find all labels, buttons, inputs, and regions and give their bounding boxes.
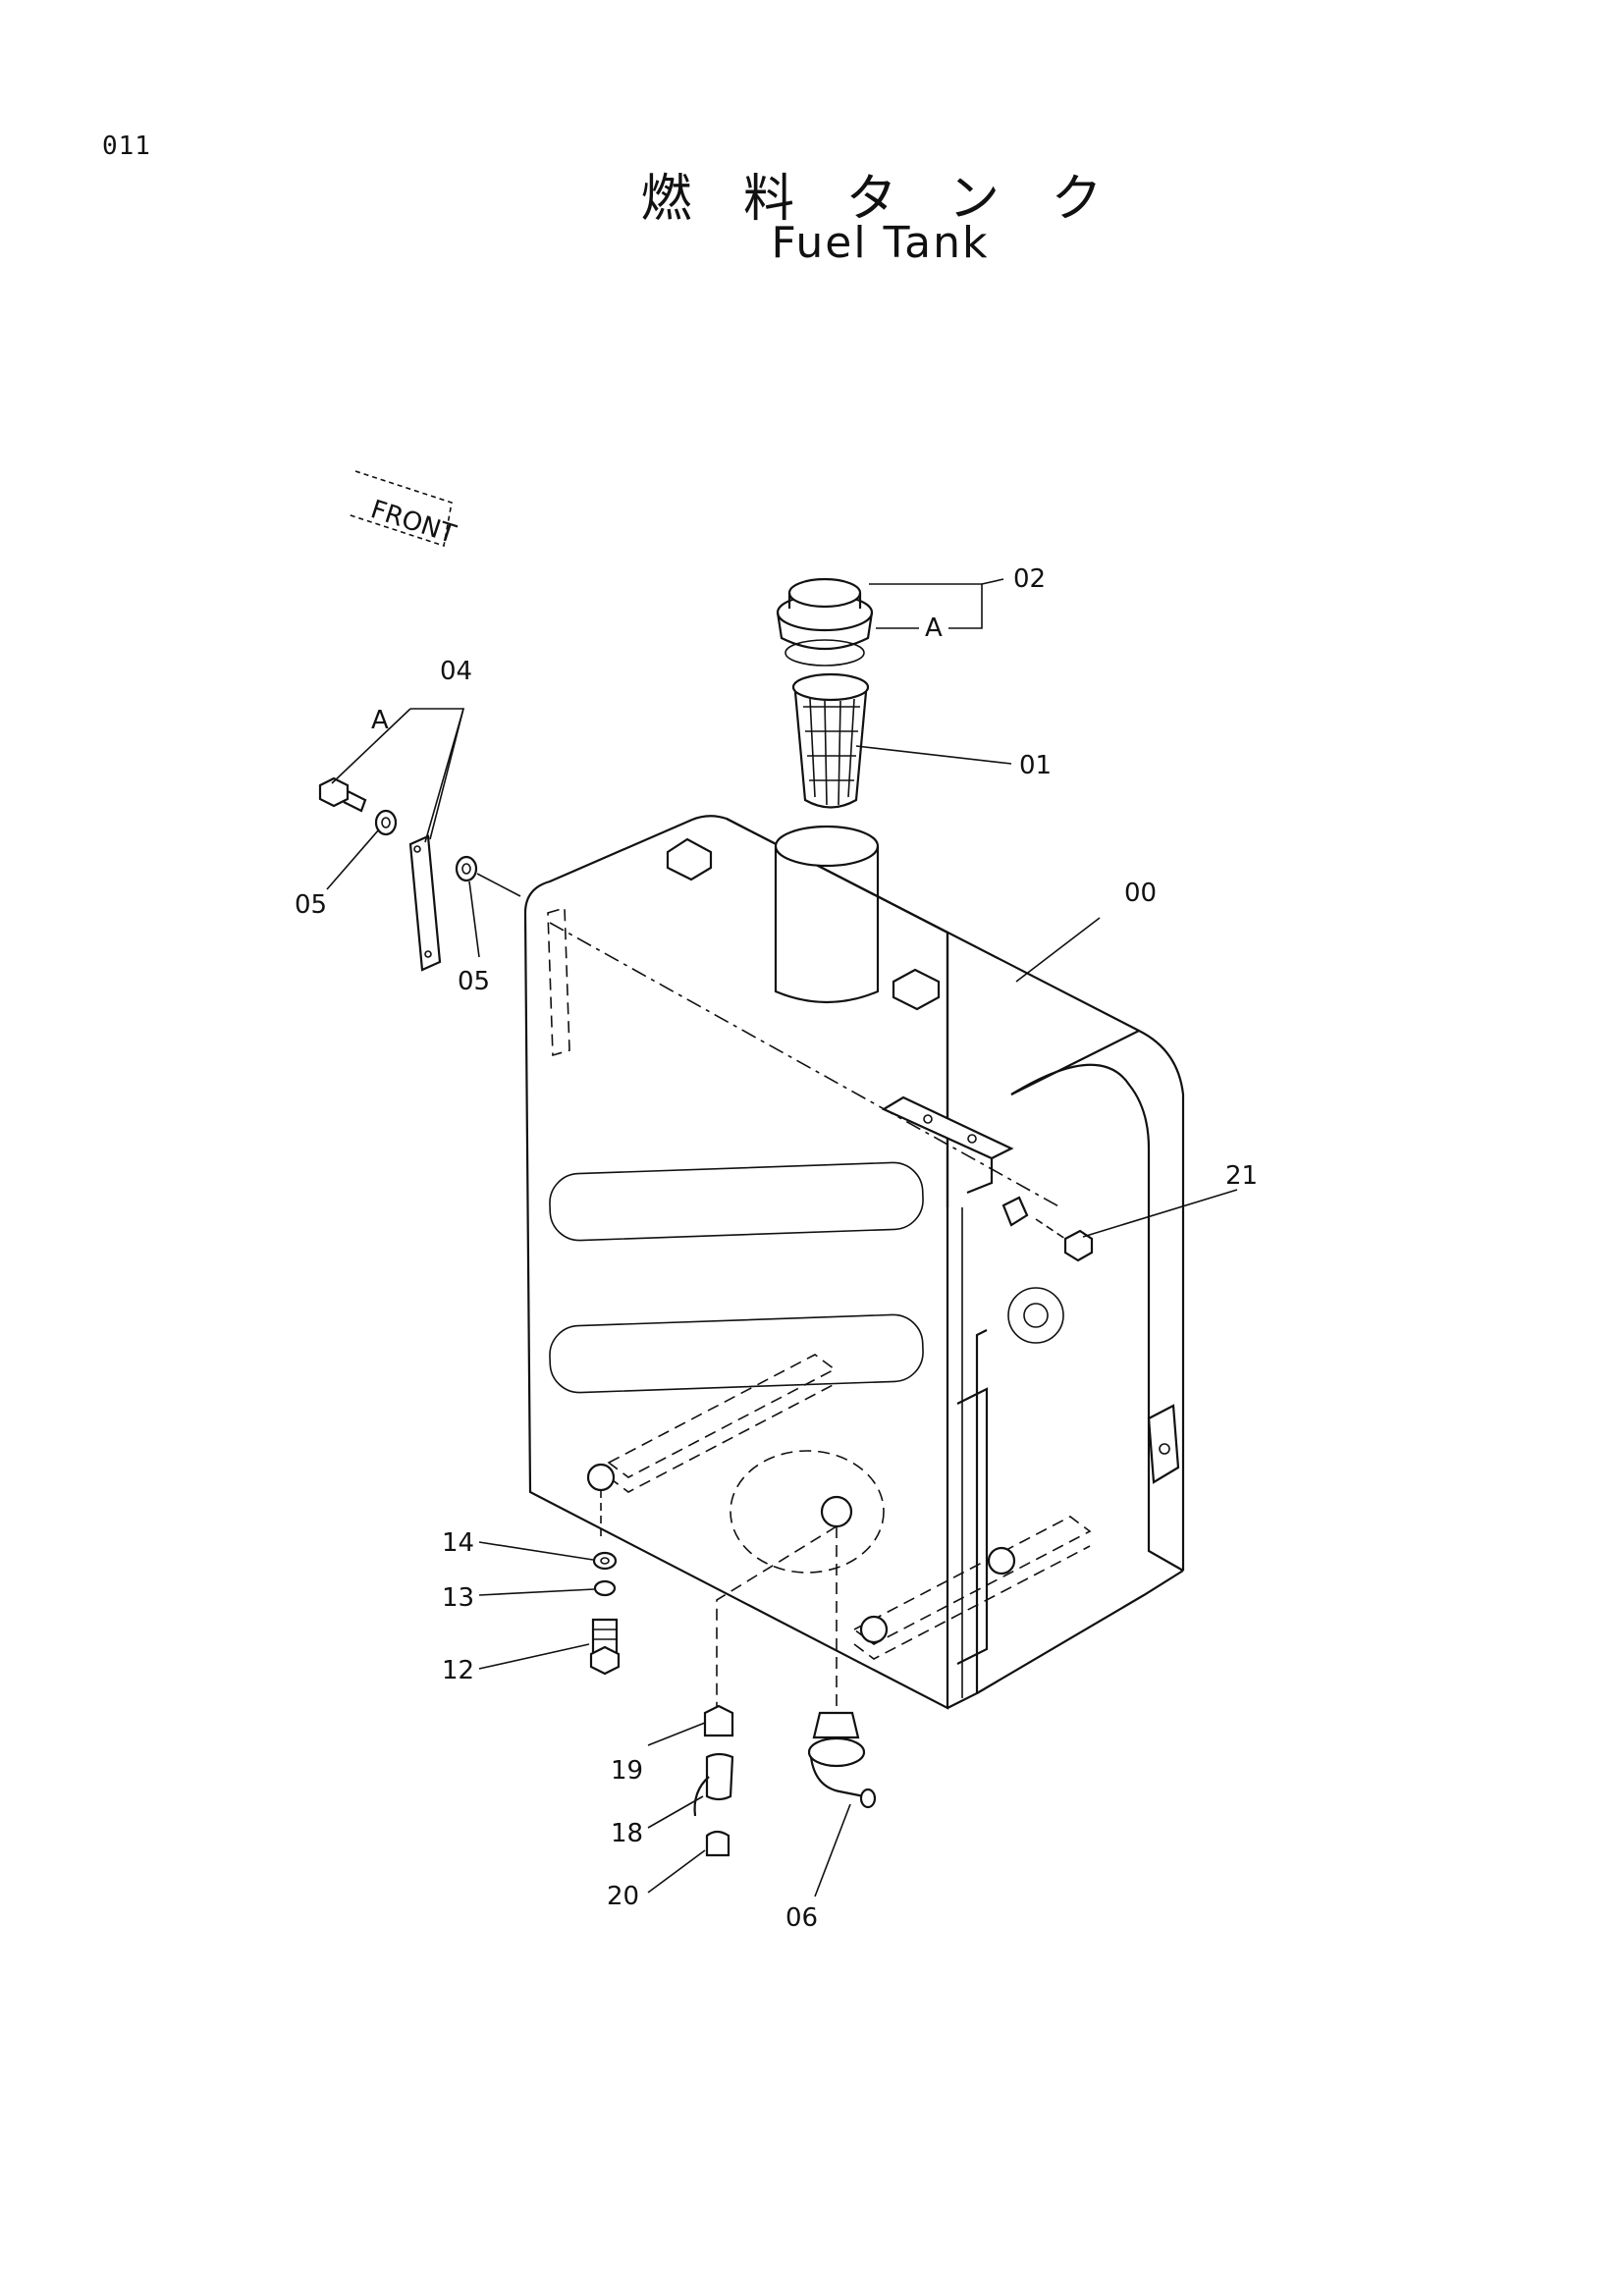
label-04: 04 [440,657,472,686]
part-12-13-14-bolt-set [589,1490,621,1676]
label-12: 12 [442,1656,474,1685]
label-20: 20 [607,1882,639,1911]
label-a-stay: A [371,706,389,735]
label-13: 13 [442,1583,474,1613]
front-label: FRONT [367,495,460,550]
part-04-stay [318,776,1061,1208]
label-a-cap: A [925,614,943,643]
part-06-drain-cock [807,1526,877,1809]
part-01-strainer [791,672,870,809]
title-japanese: 燃 料 タ ン ク [640,170,1120,229]
label-19: 19 [611,1756,643,1786]
part-18-19-20-drain-set [693,1525,838,1857]
front-indicator: FRONT [347,470,460,550]
label-14: 14 [442,1528,474,1558]
page-number: 011 [102,132,151,161]
part-labels: 02 A 01 00 21 04 A 05 05 14 13 12 19 18 … [295,564,1258,1933]
label-06: 06 [785,1903,818,1933]
label-18: 18 [611,1819,643,1848]
part-02-filler-cap [776,577,874,667]
label-05-right: 05 [458,967,490,996]
title-english: Fuel Tank [771,218,990,268]
label-00: 00 [1124,879,1157,908]
label-02: 02 [1013,564,1046,594]
label-21: 21 [1225,1161,1258,1191]
part-21-fitting [1035,1218,1094,1262]
label-05-left: 05 [295,890,327,920]
leader-lines [326,578,1238,1897]
fuel-tank-body [523,815,1185,1710]
label-01: 01 [1019,751,1052,780]
